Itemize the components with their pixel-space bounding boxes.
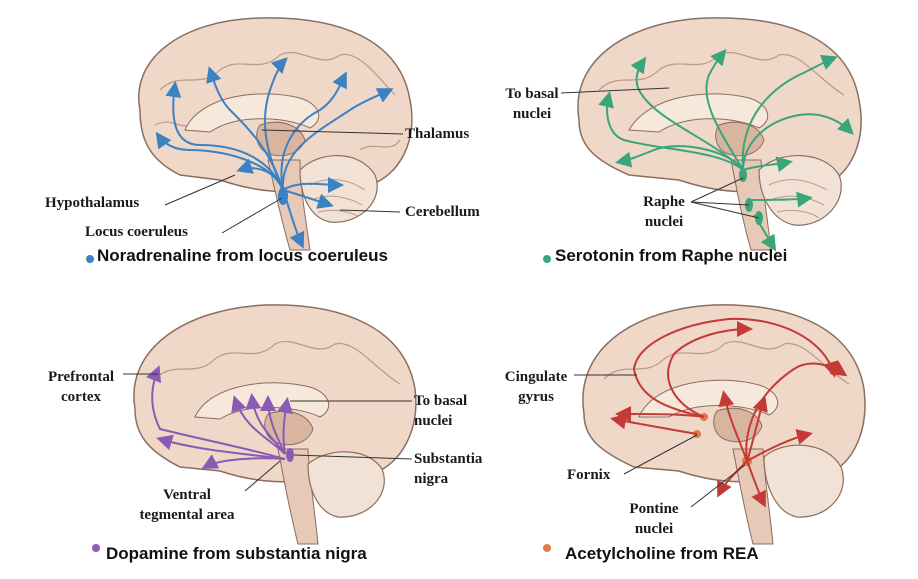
label-raphe-nuclei: Raphe nuclei <box>634 192 694 232</box>
label-line: To basal <box>505 86 559 102</box>
legend-dot-dopamine <box>92 544 100 552</box>
acetylcholine-pathways <box>610 317 848 508</box>
label-to-basal-nuclei: To basal nuclei <box>414 391 467 431</box>
label-line: nuclei <box>634 521 674 537</box>
label-line: tegmental area <box>139 507 235 523</box>
label-line: Cingulate <box>504 369 568 385</box>
label-to-basal-nuclei: To basal nuclei <box>497 84 567 124</box>
label-line: Prefrontal <box>47 369 115 385</box>
label-cingulate-gyrus: Cingulate gyrus <box>495 367 577 407</box>
label-line: To basal <box>414 393 468 409</box>
caption-acetylcholine: Acetylcholine from REA <box>565 544 759 563</box>
label-ventral-tegmental-area: Ventral tegmental area <box>122 485 252 525</box>
brain-illustration <box>574 304 866 545</box>
leader-lines <box>164 129 404 234</box>
brain-illustration <box>138 17 413 251</box>
leader-lines <box>123 373 413 492</box>
label-line: nuclei <box>644 214 684 230</box>
serotonin-pathways <box>598 48 854 252</box>
panel-acetylcholine: Cingulate gyrus Fornix Pontine nuclei Ac… <box>459 289 918 578</box>
caption-noradrenaline: Noradrenaline from locus coeruleus <box>97 246 388 265</box>
label-substantia-nigra: Substantia nigra <box>414 449 482 489</box>
substantia-nigra-marker <box>286 448 294 462</box>
label-line: gyrus <box>518 389 554 405</box>
caption-dopamine: Dopamine from substantia nigra <box>106 544 367 563</box>
label-hypothalamus: Hypothalamus <box>45 195 140 211</box>
label-cerebellum: Cerebellum <box>405 204 480 220</box>
label-line: cortex <box>61 389 101 405</box>
label-line: Substantia <box>414 451 483 467</box>
label-line: Ventral <box>163 487 211 503</box>
panel-noradrenaline: Thalamus Hypothalamus Cerebellum Locus c… <box>0 0 480 289</box>
label-pontine-nuclei: Pontine nuclei <box>621 499 687 539</box>
caption-serotonin: Serotonin from Raphe nuclei <box>555 246 788 265</box>
legend-dot-noradrenaline <box>86 255 94 263</box>
label-line: nuclei <box>512 106 552 122</box>
label-thalamus: Thalamus <box>405 126 470 142</box>
noradrenaline-pathways <box>155 57 394 249</box>
panel-serotonin: To basal nuclei Raphe nuclei Serotonin f… <box>459 0 918 289</box>
brain-illustration <box>123 304 417 545</box>
legend-dot-acetylcholine <box>543 544 551 552</box>
leader-lines <box>560 87 760 219</box>
leader-lines <box>574 374 746 508</box>
label-fornix: Fornix <box>567 467 611 483</box>
label-line: Pontine <box>629 501 679 517</box>
legend-dot-serotonin <box>543 255 551 263</box>
label-line: nigra <box>414 471 449 487</box>
label-prefrontal-cortex: Prefrontal cortex <box>36 367 126 407</box>
panel-dopamine: Prefrontal cortex To basal nuclei Substa… <box>0 289 482 578</box>
label-line: Raphe <box>643 194 685 210</box>
dopamine-pathways <box>146 365 293 469</box>
brain-illustration <box>560 17 862 252</box>
label-locus-coeruleus: Locus coeruleus <box>85 224 188 240</box>
label-line: nuclei <box>414 413 453 429</box>
